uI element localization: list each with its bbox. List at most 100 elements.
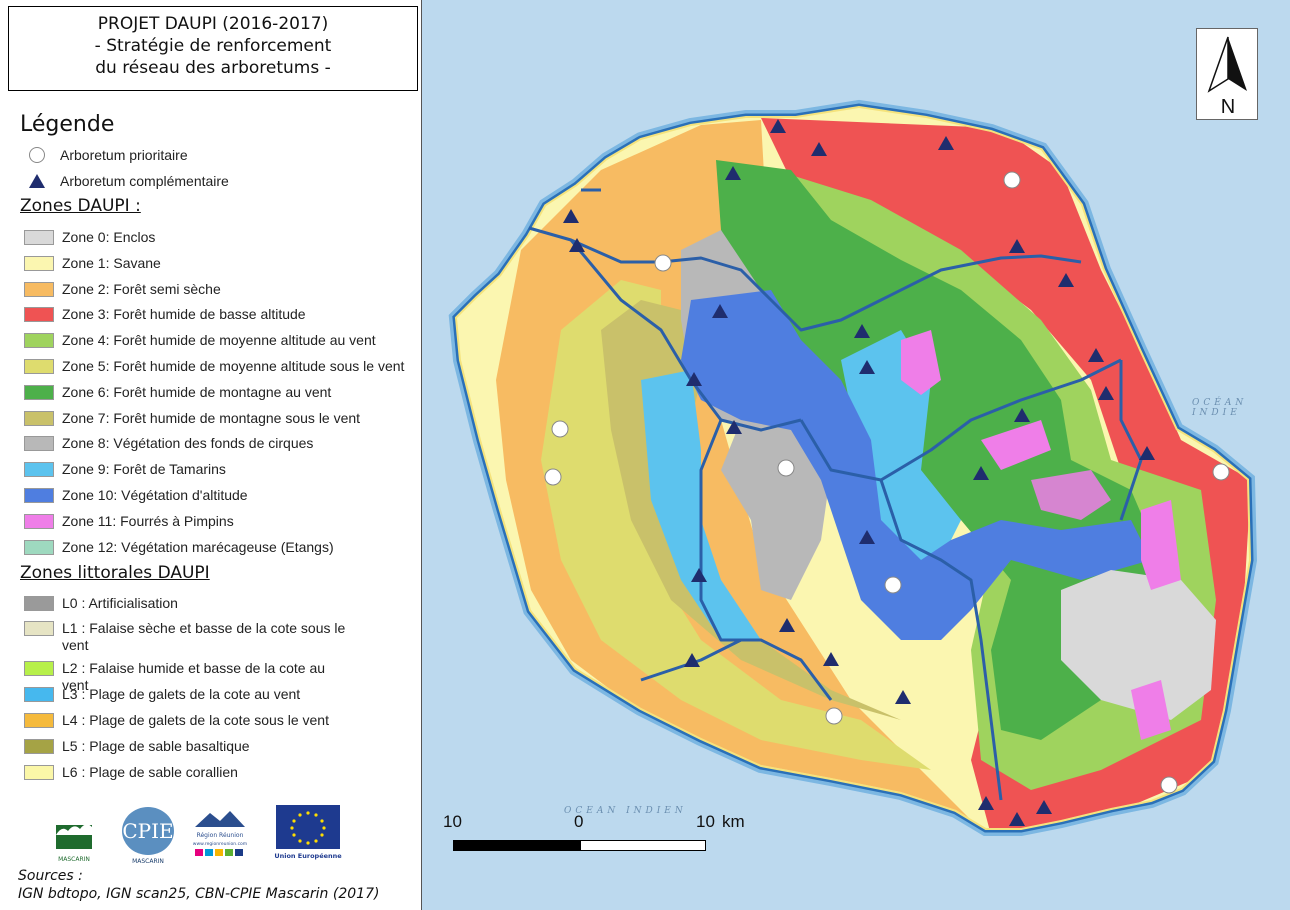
zone-swatch [24,230,54,245]
zone-11-pimpins-1 [901,330,941,395]
zone-legend-item: Zone 1: Savane [24,255,161,272]
white-circle-icon[interactable] [654,254,672,272]
navy-triangle-icon[interactable] [684,653,700,667]
navy-triangle-icon[interactable] [823,652,839,666]
white-circle-icon[interactable] [777,459,795,477]
zone-11-pimpins-4 [1131,680,1171,740]
white-circle-icon[interactable] [551,420,569,438]
title-line-1: PROJET DAUPI (2016-2017) [97,14,329,34]
white-circle-icon[interactable] [1160,776,1178,794]
littoral-label: L5 : Plage de sable basaltique [62,738,250,754]
navy-triangle-icon[interactable] [686,372,702,386]
navy-triangle-icon[interactable] [973,466,989,480]
zone-label: Zone 0: Enclos [62,229,156,245]
reunion-island-map [422,0,1290,910]
scale-label-middle: 0 [574,812,584,831]
navy-triangle-icon[interactable] [895,690,911,704]
white-circle-icon[interactable] [825,707,843,725]
zone-label: Zone 5: Forêt humide de moyenne altitude… [62,358,405,374]
zone-legend-item: Zone 0: Enclos [24,229,155,246]
white-circle-icon[interactable] [884,576,902,594]
zone-swatch [24,255,54,271]
mascarin-logo: MASCARIN [56,824,92,863]
zone-legend-item: Zone 6: Forêt humide de montagne au vent [24,384,331,401]
map-area[interactable]: OCÉAN INDIE OCEAN INDIEN [421,0,1290,910]
littoral-swatch [24,661,54,676]
navy-triangle-icon[interactable] [859,530,875,544]
zone-legend-item: Zone 7: Forêt humide de montagne sous le… [24,410,360,427]
white-circle-icon[interactable] [1003,171,1021,189]
zone-label: Zone 12: Végétation marécageuse (Etangs) [62,538,334,555]
navy-triangle-icon[interactable] [1009,239,1025,253]
navy-triangle-icon[interactable] [854,324,870,338]
arboretum-complementaire-markers [563,119,1155,826]
sources-note: Sources : IGN bdtopo, IGN scan25, CBN-CP… [18,867,379,903]
navy-triangle-icon[interactable] [1009,812,1025,826]
zone-swatch [24,488,54,503]
zone-legend-item: Zone 5: Forêt humide de moyenne altitude… [24,358,404,375]
zone-label: Zone 10: Végétation d'altitude [62,487,248,503]
littoral-label: L1 : Falaise sèche et basse de la cote s… [62,620,346,653]
zone-label: Zone 1: Savane [62,254,161,271]
title-line-3: du réseau des arboretums - [95,58,331,78]
zone-label: Zone 11: Fourrés à Pimpins [62,512,234,529]
zone-10-vegetation-altitude [681,290,1151,640]
ocean-label-south: OCEAN INDIEN [564,806,687,816]
littoral-label: L6 : Plage de sable corallien [62,764,238,780]
sources-heading: Sources : [18,868,83,884]
navy-triangle-icon[interactable] [1088,348,1104,362]
white-circle-icon[interactable] [1212,463,1230,481]
navy-triangle-icon[interactable] [978,796,994,810]
navy-triangle-icon[interactable] [938,136,954,150]
zone-legend-item: Zone 10: Végétation d'altitude [24,487,248,504]
white-circle-icon[interactable] [544,468,562,486]
navy-triangle-icon[interactable] [726,420,742,434]
zone-6-foret-humide-montagne-vent [716,160,1161,740]
sources-text: IGN bdtopo, IGN scan25, CBN-CPIE Mascari… [18,886,380,902]
zone-swatch [24,384,54,400]
navy-triangle-icon[interactable] [691,568,707,582]
navy-triangle-icon[interactable] [770,119,786,133]
scale-bar-black [453,840,580,851]
navy-triangle-icon[interactable] [779,618,795,632]
littoral-legend-item: L1 : Falaise sèche et basse de la cote s… [24,620,414,654]
navy-triangle-icon[interactable] [1098,386,1114,400]
littoral-swatch [24,739,54,754]
zone-legend-item: Zone 2: Forêt semi sèche [24,281,221,298]
zone-swatch [24,359,54,374]
littoral-swatch [24,621,54,636]
legend-item-prioritaire: Arboretum prioritaire [26,144,188,166]
navy-triangle-icon[interactable] [1058,273,1074,287]
zones-title: Zones DAUPI : [20,196,141,216]
legend-label: Arboretum complémentaire [60,173,229,189]
littoral-title: Zones littorales DAUPI [20,563,210,583]
navy-triangle-icon[interactable] [1139,446,1155,460]
logos-svg: MASCARIN CPIE MASCARIN Région Réunion ww… [56,805,342,865]
navy-triangle-icon[interactable] [569,238,585,252]
scale-bar-white [580,840,706,851]
zone-legend-item: Zone 11: Fourrés à Pimpins [24,513,234,530]
zone-legend-item: Zone 12: Végétation marécageuse (Etangs) [24,539,334,556]
navy-triangle-icon[interactable] [1014,408,1030,422]
navy-triangle-icon[interactable] [712,304,728,318]
littoral-legend-item: L2 : Falaise humide et basse de la cote … [24,660,414,694]
navy-triangle-icon[interactable] [563,209,579,223]
cpie-logo-label: CPIE [122,819,173,843]
eu-flag-logo: Union Européenne [274,805,342,860]
littoral-legend-item: L6 : Plage de sable corallien [24,764,414,781]
legend-panel: PROJET DAUPI (2016-2017) - Stratégie de … [0,0,420,910]
zone-swatch [24,307,54,323]
zone-legend-item: Zone 8: Végétation des fonds de cirques [24,435,313,452]
scale-label-right: 10 [696,812,715,831]
zone-swatch [24,333,54,349]
zone-swatch [24,436,54,452]
scale-bar: 10 0 10 km [440,812,745,862]
navy-triangle-icon[interactable] [725,166,741,180]
zone-swatch [24,539,54,555]
road-network [528,188,1143,801]
navy-triangle-icon[interactable] [859,360,875,374]
littoral-swatch [24,765,54,780]
zone-legend-item: Zone 9: Forêt de Tamarins [24,461,226,478]
navy-triangle-icon[interactable] [1036,800,1052,814]
navy-triangle-icon[interactable] [811,142,827,156]
